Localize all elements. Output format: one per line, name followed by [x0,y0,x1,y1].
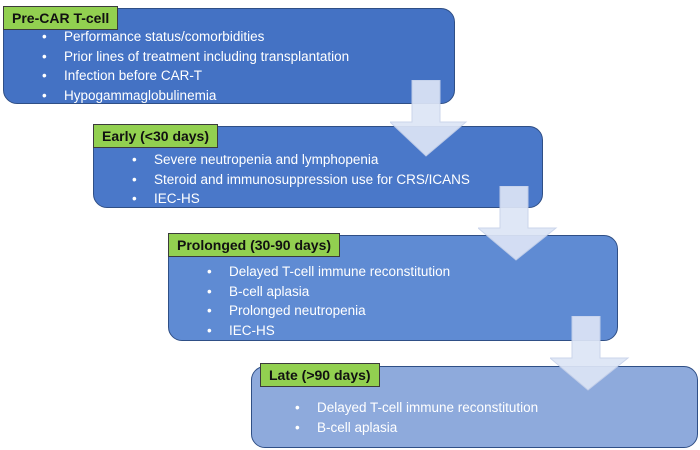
bullet-icon: • [132,152,137,167]
bullet-icon: • [207,303,212,318]
list-item: •IEC-HS [207,321,450,341]
list-item: •B-cell aplasia [295,418,538,438]
list-item: •B-cell aplasia [207,282,450,302]
stage-label-early: Early (<30 days) [93,124,219,148]
list-item: •Delayed T-cell immune reconstitution [207,262,450,282]
bullet-icon: • [42,48,47,64]
list-item: •Prior lines of treatment including tran… [42,47,349,67]
list-item: •Performance status/comorbidities [42,27,349,47]
arrow-down-icon-2 [478,186,558,261]
bullet-icon: • [42,68,47,83]
stage-box-late [251,366,698,448]
bullet-icon: • [132,171,137,187]
bullet-icon: • [207,264,212,279]
list-item: •Infection before CAR-T [42,66,349,86]
stage-list-pre-car: •Performance status/comorbidities •Prior… [42,27,349,105]
list-item: •IEC-HS [132,189,470,209]
list-item: •Delayed T-cell immune reconstitution [295,398,538,418]
stage-label-pre-car: Pre-CAR T-cell [3,6,119,30]
list-item: •Hypogammaglobulinemia [42,86,349,106]
arrow-down-icon-3 [550,316,630,391]
list-item: •Steroid and immunosuppression use for C… [132,170,470,190]
bullet-icon: • [207,283,212,299]
bullet-icon: • [207,322,212,338]
stage-label-late: Late (>90 days) [260,363,380,387]
stage-list-prolonged: •Delayed T-cell immune reconstitution •B… [207,262,450,340]
bullet-icon: • [295,400,300,415]
bullet-icon: • [295,419,300,435]
list-item: •Prolonged neutropenia [207,301,450,321]
stage-list-early: •Severe neutropenia and lymphopenia •Ste… [132,150,470,209]
bullet-icon: • [42,87,47,103]
list-item: •Severe neutropenia and lymphopenia [132,150,470,170]
stage-label-prolonged: Prolonged (30-90 days) [168,233,341,257]
arrow-down-icon-1 [390,80,468,157]
bullet-icon: • [132,191,137,206]
bullet-icon: • [42,29,47,44]
stage-list-late: •Delayed T-cell immune reconstitution •B… [295,398,538,437]
